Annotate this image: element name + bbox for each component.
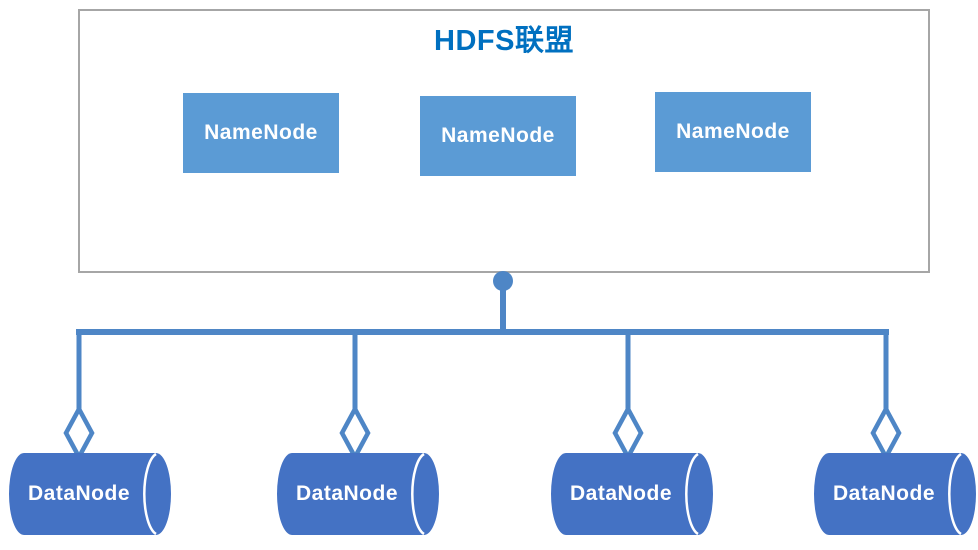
datanode-cylinder-1: DataNode: [9, 452, 171, 536]
namenode-box-1: NameNode: [183, 93, 339, 173]
datanode-cylinder-3: DataNode: [551, 452, 713, 536]
datanode-label: DataNode: [569, 482, 673, 505]
aggregation-diamond-icon-3: [612, 404, 644, 462]
diagram-title: HDFS联盟: [434, 25, 574, 57]
namenode-label: NameNode: [204, 121, 318, 144]
namenode-label: NameNode: [441, 124, 555, 147]
cylinder-shape-icon: [551, 452, 713, 536]
namenode-label: NameNode: [676, 120, 790, 143]
aggregation-diamond-icon-2: [339, 404, 371, 462]
aggregation-diamond-icon-4: [870, 404, 902, 462]
datanode-cylinder-4: DataNode: [814, 452, 976, 536]
datanode-cylinder-2: DataNode: [277, 452, 439, 536]
cylinder-shape-icon: [9, 452, 171, 536]
datanode-label: DataNode: [27, 482, 131, 505]
datanode-label: DataNode: [832, 482, 936, 505]
cylinder-shape-icon: [277, 452, 439, 536]
namenode-box-3: NameNode: [655, 92, 811, 172]
aggregation-diamond-icon-1: [63, 404, 95, 462]
cylinder-shape-icon: [814, 452, 976, 536]
datanode-label: DataNode: [295, 482, 399, 505]
namenode-box-2: NameNode: [420, 96, 576, 176]
